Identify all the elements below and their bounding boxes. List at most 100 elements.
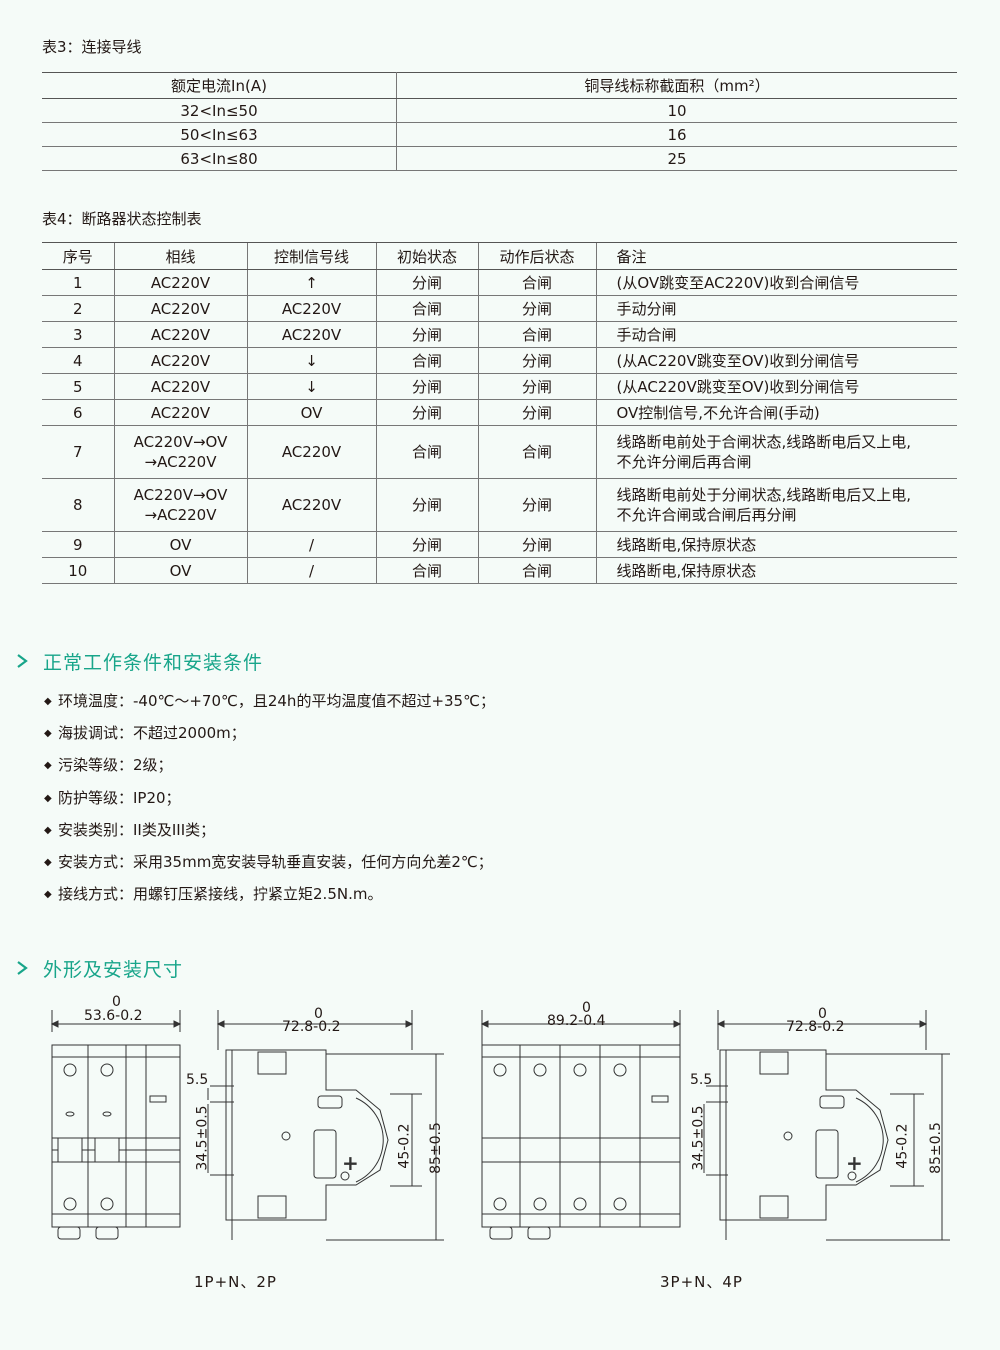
- list-item-text: 污染等级：2级；: [58, 756, 173, 775]
- dim-front-width: 53.6-0.2: [84, 1008, 143, 1024]
- list-item: ◆ 接线方式：用螺钉压紧接线，拧紧立矩2.5N.m。: [44, 883, 382, 904]
- list-item: ◆海拔调试：不超过2000m；: [44, 722, 246, 743]
- bullet-icon: ◆: [44, 889, 52, 901]
- table-cell: 线路断电前处于合闸状态,线路断电后又上电, 不允许分闸后再合闸: [595, 425, 957, 479]
- table-cell: AC220V: [246, 425, 376, 479]
- table-cell: 分闸: [477, 347, 596, 374]
- table-cell: 分闸: [375, 531, 478, 558]
- table4-header: 备注: [595, 242, 957, 270]
- table-cell: 4: [42, 347, 114, 374]
- table-cell: OV控制信号,不允许合闸(手动): [595, 399, 957, 426]
- table-cell: AC220V: [113, 269, 247, 296]
- table-cell: 合闸: [477, 269, 596, 296]
- dim-side-width: 72.8-0.2: [282, 1019, 341, 1035]
- table-cell: 分闸: [477, 373, 596, 400]
- table-cell: 7: [42, 425, 114, 479]
- dim-tol-zero: 0: [582, 1000, 591, 1016]
- table4-header-row: 序号 相线 控制信号线 初始状态 动作后状态 备注: [42, 242, 957, 270]
- table-cell: AC220V: [246, 321, 376, 348]
- table-cell: 合闸: [375, 557, 478, 584]
- table-cell: 分闸: [477, 531, 596, 558]
- table-cell: 3: [42, 321, 114, 348]
- table-cell: AC220V: [246, 295, 376, 322]
- table-cell: 8: [42, 478, 114, 532]
- table-cell: AC220V: [113, 321, 247, 348]
- table-cell: 分闸: [375, 399, 478, 426]
- figure-caption-left: 1P+N、2P: [194, 1273, 277, 1291]
- table-cell: 线路断电,保持原状态: [595, 531, 957, 558]
- dim-b: 34.5±0.5: [690, 1105, 707, 1171]
- list-item: ◆防护等级：IP20；: [44, 787, 181, 808]
- table-cell: 1: [42, 269, 114, 296]
- table-cell: 合闸: [477, 321, 596, 348]
- table-cell: 线路断电,保持原状态: [595, 557, 957, 584]
- plus-icon: +: [342, 1151, 359, 1175]
- table3-header: 铜导线标称截面积（mm²）: [396, 72, 957, 99]
- dim-c: 45-0.2: [894, 1123, 911, 1169]
- list-item: ◆污染等级：2级；: [44, 754, 173, 775]
- table-cell: (从AC220V跳变至OV)收到分闸信号: [595, 373, 957, 400]
- table-cell: 手动分闸: [595, 295, 957, 322]
- section-heading-conditions: 正常工作条件和安装条件: [15, 648, 263, 675]
- dim-c: 45-0.2: [396, 1123, 413, 1169]
- bullet-icon: ◆: [44, 696, 52, 707]
- dim-a: 5.5: [186, 1072, 209, 1088]
- table4-caption: 表4：断路器状态控制表: [42, 210, 202, 228]
- table-cell: AC220V: [113, 295, 247, 322]
- list-item-text: 接线方式：用螺钉压紧接线，拧紧立矩2.5N.m。: [58, 885, 383, 904]
- table-cell: 10: [396, 98, 957, 123]
- table-cell: AC220V: [113, 399, 247, 426]
- table-cell: (从AC220V跳变至OV)收到分闸信号: [595, 347, 957, 374]
- table-cell: 合闸: [477, 425, 596, 479]
- table-cell: OV: [113, 531, 247, 558]
- chevron-right-icon: [15, 959, 35, 981]
- front-view-2p-drawing: [50, 1010, 182, 1240]
- table3-header: 额定电流In(A): [42, 72, 397, 99]
- table-cell: 分闸: [375, 478, 478, 532]
- section-heading-dimensions: 外形及安装尺寸: [15, 955, 183, 982]
- table-cell: 分闸: [477, 478, 596, 532]
- table3-caption: 表3：连接导线: [42, 38, 142, 56]
- table-cell: 50<In≤63: [42, 122, 397, 147]
- table-cell: /: [246, 557, 376, 584]
- side-view-2p-drawing: [207, 1010, 444, 1241]
- table-cell: AC220V: [113, 347, 247, 374]
- table-cell: 分闸: [375, 269, 478, 296]
- plus-icon: +: [846, 1151, 863, 1175]
- dim-side-width: 72.8-0.2: [786, 1019, 845, 1035]
- table-cell: 32<In≤50: [42, 98, 397, 123]
- list-item-text: 海拔调试：不超过2000m；: [58, 724, 246, 743]
- table-cell: 合闸: [375, 295, 478, 322]
- table-cell: 9: [42, 531, 114, 558]
- table-cell: ↑: [246, 269, 376, 296]
- list-item: ◆环境温度：-40℃～+70℃，且24h的平均温度值不超过+35℃；: [44, 690, 495, 711]
- dim-b: 34.5±0.5: [194, 1105, 211, 1171]
- list-item: ◆安装方式：采用35mm宽安装导轨垂直安装，任何方向允差2℃；: [44, 851, 493, 872]
- table-cell: 分闸: [375, 373, 478, 400]
- table-cell: /: [246, 531, 376, 558]
- table3-header-row: 额定电流In(A) 铜导线标称截面积（mm²）: [42, 72, 957, 99]
- table-cell: ↓: [246, 347, 376, 374]
- dimension-drawings: + +: [50, 1010, 950, 1241]
- table4-header: 序号: [42, 242, 114, 270]
- table-cell: (从OV跳变至AC220V)收到合闸信号: [595, 269, 957, 296]
- dim-tol-zero: 0: [818, 1006, 827, 1022]
- section-title: 外形及安装尺寸: [43, 959, 184, 981]
- dim-d: 85±0.5: [427, 1122, 444, 1174]
- dim-tol-zero: 0: [314, 1006, 323, 1022]
- table-cell: AC220V: [246, 478, 376, 532]
- section-title: 正常工作条件和安装条件: [43, 652, 264, 674]
- table-cell: 63<In≤80: [42, 146, 397, 171]
- table-cell: 25: [396, 146, 957, 171]
- bullet-icon: ◆: [44, 792, 52, 804]
- table-cell: 5: [42, 373, 114, 400]
- bullet-icon: ◆: [44, 824, 52, 836]
- chevron-right-icon: [15, 652, 35, 674]
- bullet-icon: ◆: [44, 857, 52, 868]
- dim-front-width: 89.2-0.4: [547, 1013, 606, 1029]
